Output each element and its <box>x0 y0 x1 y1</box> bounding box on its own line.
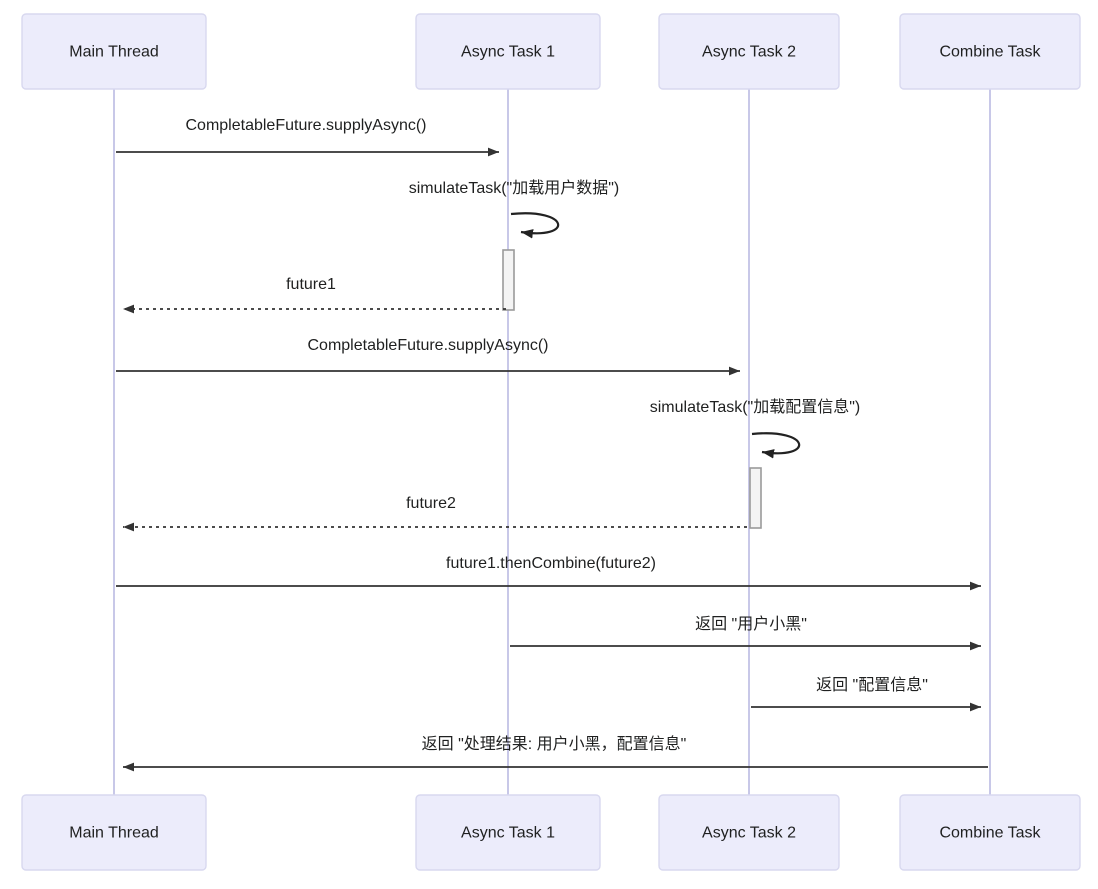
lifelines-group <box>113 89 991 795</box>
message-label-m1: CompletableFuture.supplyAsync() <box>186 117 427 134</box>
activation-bar-task2 <box>749 467 762 529</box>
participant-box-combine-top[interactable] <box>899 13 1081 90</box>
participant-boxes-bottom: Main Thread Async Task 1 Async Task 2 Combi… <box>21 794 1081 871</box>
message-m10: 返回 "处理结果: 用户小黑，配置信息" <box>123 735 988 772</box>
participant-box-main-top[interactable] <box>21 13 207 90</box>
message-m7: future1.thenCombine(future2) <box>116 555 981 591</box>
message-label-m5: simulateTask("加载配置信息") <box>650 398 861 416</box>
message-m3: future1 <box>123 276 506 314</box>
message-m1: CompletableFuture.supplyAsync() <box>116 117 499 157</box>
participant-box-combine-bottom[interactable] <box>899 794 1081 871</box>
participant-box-task1-bottom[interactable] <box>415 794 601 871</box>
activation-bars-group <box>502 249 762 529</box>
participant-box-task2-bottom[interactable] <box>658 794 840 871</box>
participant-box-task2-top[interactable] <box>658 13 840 90</box>
message-label-m2: simulateTask("加载用户数据") <box>409 179 620 197</box>
participant-box-task1-top[interactable] <box>415 13 601 90</box>
message-label-m7: future1.thenCombine(future2) <box>446 555 656 572</box>
participant-label-combine-bottom: Combine Task <box>939 825 1041 842</box>
message-m8: 返回 "用户小黑" <box>510 615 981 651</box>
participant-label-main-bottom: Main Thread <box>69 825 159 842</box>
message-label-m4: CompletableFuture.supplyAsync() <box>308 337 549 354</box>
participant-boxes-top: Main Thread Async Task 1 Async Task 2 Combi… <box>21 13 1081 90</box>
participant-label-task1-top: Async Task 1 <box>461 44 555 61</box>
message-label-m6: future2 <box>406 495 456 512</box>
participant-label-task2-bottom: Async Task 2 <box>702 825 796 842</box>
message-label-m3: future1 <box>286 276 336 293</box>
participant-label-main-top: Main Thread <box>69 44 159 61</box>
participant-label-task1-bottom: Async Task 1 <box>461 825 555 842</box>
message-m2: simulateTask("加载用户数据") <box>409 179 620 239</box>
message-label-m10: 返回 "处理结果: 用户小黑，配置信息" <box>422 735 687 753</box>
participant-label-task2-top: Async Task 2 <box>702 44 796 61</box>
message-label-m8: 返回 "用户小黑" <box>695 615 807 633</box>
message-label-m9: 返回 "配置信息" <box>816 676 928 694</box>
message-m4: CompletableFuture.supplyAsync() <box>116 337 740 376</box>
activation-bar-task1 <box>502 249 515 311</box>
participant-box-main-bottom[interactable] <box>21 794 207 871</box>
message-m9: 返回 "配置信息" <box>751 676 981 712</box>
self-loop-arrow-task1 <box>510 212 560 239</box>
self-loop-arrow-task2 <box>751 432 801 459</box>
message-m5: simulateTask("加载配置信息") <box>650 398 861 459</box>
messages-group: CompletableFuture.supplyAsync() simulateT… <box>116 117 988 772</box>
message-m6: future2 <box>123 495 747 532</box>
participant-label-combine-top: Combine Task <box>939 44 1041 61</box>
